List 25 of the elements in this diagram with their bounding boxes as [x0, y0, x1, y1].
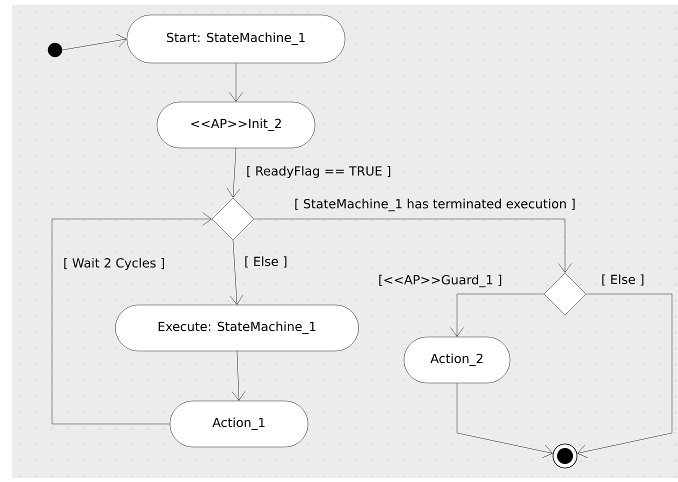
edge-label: [<<AP>>Guard_1 ] [379, 274, 502, 288]
arrow [226, 148, 240, 198]
action-box: Action_2 [404, 336, 510, 384]
arrow [254, 218, 572, 273]
arrow [62, 34, 127, 50]
initial-node [48, 42, 62, 58]
edge-label: [ Else ] [245, 256, 286, 268]
arrow [577, 294, 672, 458]
edge-label: [ ReadyFlag == TRUE ] [247, 166, 390, 178]
edge-label: [ Wait 2 Cycles ] [64, 258, 164, 270]
arrow [229, 63, 243, 102]
arrow [450, 294, 544, 337]
arrow [456, 383, 553, 458]
arrow [52, 212, 212, 424]
action-box: Start: StateMachine_1 [126, 14, 346, 64]
arrow [232, 351, 246, 401]
edge-label: [ Else ] [602, 274, 644, 286]
decision-diamond [544, 272, 586, 316]
edge-label: [ StateMachine_1 has terminated execution ] [295, 198, 575, 212]
action-box: <<AP>>Init_2 [156, 102, 316, 148]
final-node [552, 444, 578, 468]
decision-diamond [212, 198, 254, 240]
arrow [230, 240, 244, 305]
action-box: Execute: StateMachine_1 [115, 304, 359, 352]
action-box: Action_1 [170, 400, 308, 448]
